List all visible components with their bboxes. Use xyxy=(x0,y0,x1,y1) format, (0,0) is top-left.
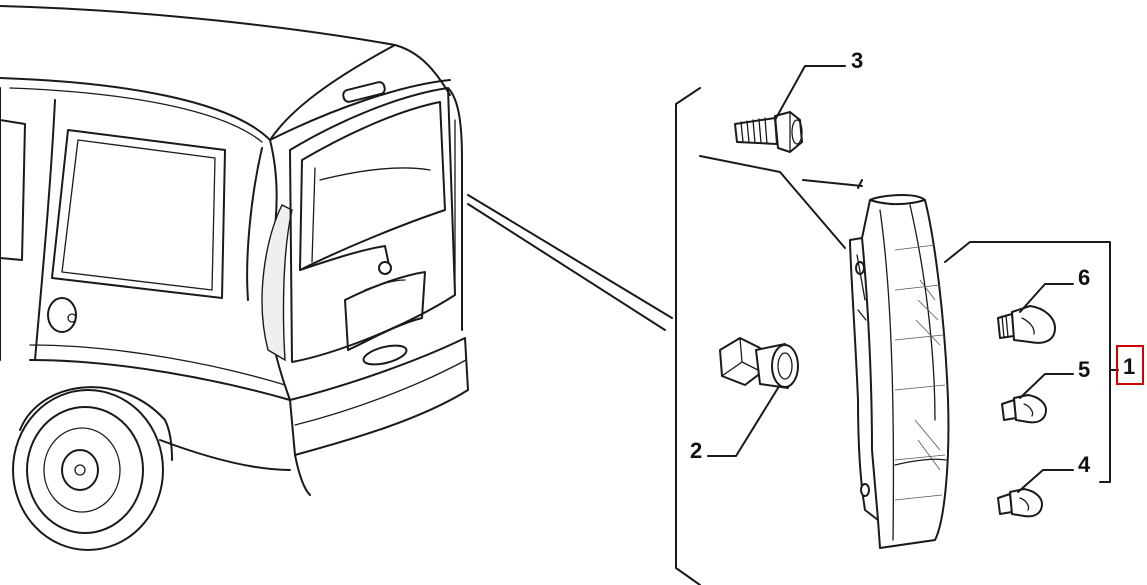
detail-leader-line xyxy=(467,194,673,319)
assembly-bracket xyxy=(944,241,1111,483)
fuel-cap xyxy=(47,297,77,333)
callout-2-label: 2 xyxy=(690,438,702,463)
part-bolt xyxy=(734,111,803,153)
rear-lamp-unit xyxy=(849,194,950,549)
roof-handle xyxy=(342,81,386,103)
callout-6-label: 6 xyxy=(1078,265,1090,290)
bulb-4 xyxy=(997,488,1043,518)
callout-6-leader xyxy=(1019,283,1074,313)
part-nut xyxy=(719,337,799,389)
group-bracket xyxy=(675,87,701,585)
callout-2-leader xyxy=(707,387,779,457)
callout-5-leader xyxy=(1019,373,1074,399)
callout-3-leader xyxy=(774,65,846,121)
callout-1-highlight xyxy=(1116,345,1144,385)
van-rear-lamp xyxy=(261,204,293,362)
callout-3-label: 3 xyxy=(851,48,863,73)
callout-4-leader xyxy=(1017,469,1074,493)
bulb-5 xyxy=(1001,394,1047,424)
rear-wheel xyxy=(12,389,164,551)
callout-4-label: 4 xyxy=(1078,452,1091,477)
bulb-6 xyxy=(997,305,1056,344)
callout-1-label: 1 xyxy=(1123,354,1135,379)
van-illustration xyxy=(0,5,469,551)
callout-5-label: 5 xyxy=(1078,357,1090,382)
